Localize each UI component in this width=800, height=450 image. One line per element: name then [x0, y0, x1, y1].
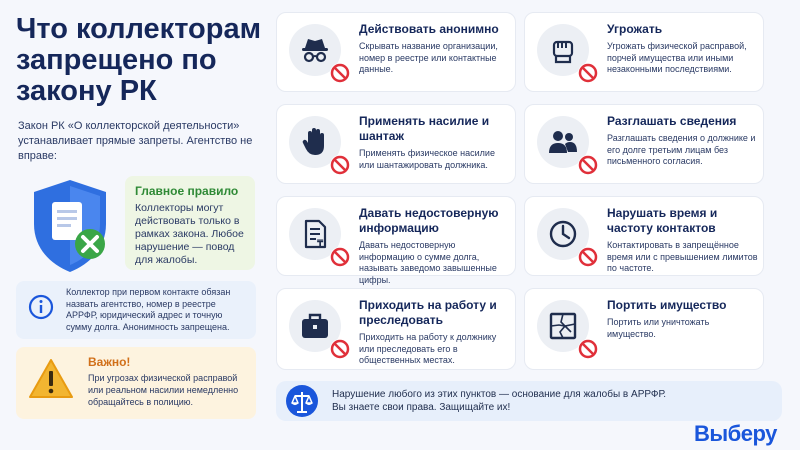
main-rule-title: Главное правило	[135, 184, 239, 198]
fist-icon	[552, 40, 574, 64]
card-title: Давать недостоверную информацию	[359, 206, 499, 235]
main-rule-card: Главное правило Коллекторы могут действо…	[125, 176, 255, 270]
people-icon	[549, 131, 577, 153]
card-title: Нарушать время и частоту контактов	[607, 206, 718, 235]
card-violence: Применять насилие и шантаж Применять физ…	[276, 104, 516, 184]
incognito-icon	[302, 39, 328, 63]
card-title: Разглашать сведения	[607, 114, 737, 128]
briefcase-icon	[302, 313, 328, 338]
footer-line-2: Вы знаете свои права. Защищайте их!	[332, 402, 511, 413]
card-text: Давать недостоверную информацию о сумме …	[359, 240, 497, 285]
footer-banner: Нарушение любого из этих пунктов — основ…	[276, 381, 782, 421]
svg-text:₸: ₸	[317, 239, 324, 249]
prohibited-icon	[330, 247, 350, 267]
info-text: Коллектор при первом контакте обязан наз…	[66, 287, 231, 332]
document-icon: ₸	[304, 219, 327, 249]
card-title: Применять насилие и шантаж	[359, 114, 490, 143]
info-icon	[28, 294, 54, 320]
card-title: Действовать анонимно	[359, 22, 499, 36]
card-property: Портить имущество Портить или уничтожать…	[524, 288, 764, 370]
prohibited-icon	[578, 63, 598, 83]
card-text: Контактировать в запрещённое время или с…	[607, 240, 758, 273]
shield-illustration	[20, 176, 120, 276]
card-text: Разглашать сведения о должнике и его дол…	[607, 133, 756, 166]
page-title: Что коллекторам запрещено по закону РК	[16, 13, 262, 107]
card-text: Применять физическое насилие или шантажи…	[359, 148, 495, 170]
scales-icon	[286, 385, 318, 417]
card-workplace: Приходить на работу и преследовать Прихо…	[276, 288, 516, 370]
warning-icon	[29, 359, 73, 398]
card-disclose: Разглашать сведения Разглашать сведения …	[524, 104, 764, 184]
prohibited-icon	[330, 155, 350, 175]
clock-icon	[549, 220, 577, 248]
card-title: Приходить на работу и преследовать	[359, 298, 497, 327]
warning-title: Важно!	[88, 355, 131, 369]
info-card: Коллектор при первом контакте обязан наз…	[16, 281, 256, 339]
stop-hand-icon	[302, 128, 324, 155]
footer-line-1: Нарушение любого из этих пунктов — основ…	[332, 389, 667, 400]
prohibited-icon	[578, 339, 598, 359]
card-title: Портить имущество	[607, 298, 727, 312]
card-text: Приходить на работу к должнику или пресл…	[359, 332, 497, 365]
brand-logo: Выберу	[694, 421, 777, 446]
card-text: Скрывать название организации, номер в р…	[359, 41, 498, 74]
broken-window-icon	[549, 312, 577, 340]
prohibited-icon	[330, 339, 350, 359]
intro-text: Закон РК «О коллекторской деятельности» …	[18, 120, 253, 162]
prohibited-icon	[330, 63, 350, 83]
card-contact-time: Нарушать время и частоту контактов Конта…	[524, 196, 764, 276]
card-text: Портить или уничтожать имущество.	[607, 317, 710, 339]
card-threaten: Угрожать Угрожать физической расправой, …	[524, 12, 764, 92]
main-rule-text: Коллекторы могут действовать только в ра…	[135, 202, 244, 266]
warning-card: Важно! При угрозах физической расправой …	[16, 347, 256, 419]
shield-icon	[34, 180, 106, 272]
prohibited-icon	[578, 155, 598, 175]
prohibited-icon	[578, 247, 598, 267]
card-text: Угрожать физической расправой, порчей им…	[607, 41, 747, 74]
card-title: Угрожать	[607, 22, 663, 36]
card-anonymous: Действовать анонимно Скрывать название о…	[276, 12, 516, 92]
card-false-info: ₸ Давать недостоверную информацию Давать…	[276, 196, 516, 285]
warning-text: При угрозах физической расправой или реа…	[88, 373, 239, 407]
